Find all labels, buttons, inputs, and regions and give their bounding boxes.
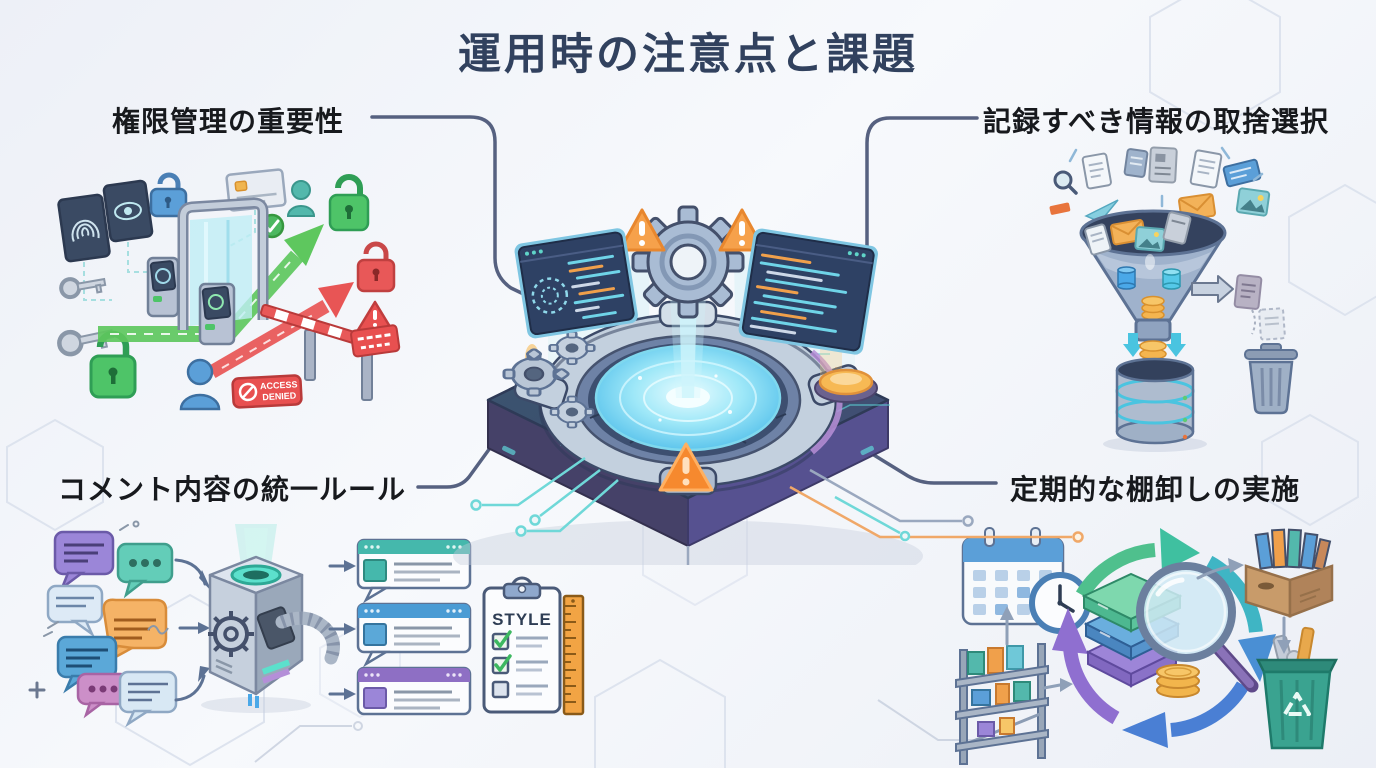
- hanging-circuit-traces: [470, 456, 1084, 565]
- iris-scanner-icon: [102, 179, 154, 243]
- coin-stack-icon: [1141, 295, 1165, 321]
- connector-permission: [370, 115, 538, 302]
- access-denied-line2: DENIED: [262, 390, 297, 402]
- speech-bubble: [53, 530, 115, 592]
- speech-bubble: [116, 542, 174, 599]
- padlock-green-icon: [89, 330, 137, 399]
- coins-icon: [1156, 664, 1200, 698]
- restricted-sign: [350, 324, 401, 358]
- discard-drop-arrow: [1251, 309, 1256, 335]
- plus-mark: [28, 681, 46, 699]
- mini-database-icon: [1117, 266, 1136, 290]
- flow-arrows: [1000, 558, 1291, 692]
- speech-bubble: [76, 672, 130, 719]
- label-information-selection: 記録すべき情報の取捨選択: [983, 106, 1330, 137]
- comment-card: [356, 666, 472, 716]
- recycle-bin-icon: [1255, 626, 1339, 750]
- formatter-machine: [201, 524, 340, 713]
- padlock-red-icon: [356, 241, 396, 293]
- comment-rules-illustration: STYLE: [28, 520, 585, 728]
- speech-bubble: [46, 584, 104, 638]
- trash-can-icon: [1244, 343, 1298, 415]
- warning-triangle-icon: [618, 208, 666, 252]
- scribble: [147, 625, 169, 635]
- archive-box-icon: [1244, 528, 1334, 618]
- dashed-link: [127, 242, 176, 273]
- code-screen-left: [514, 228, 638, 339]
- circuit-trace: [254, 725, 352, 763]
- circuit-node: [353, 721, 363, 731]
- dashed-link: [83, 262, 112, 301]
- label-periodic-inventory: 定期的な棚卸しの実施: [1010, 474, 1301, 505]
- discarded-document: [1233, 274, 1263, 310]
- small-gear-icon: [502, 348, 570, 397]
- barrier-icon: [259, 303, 375, 401]
- sparkle-marks: [43, 520, 140, 637]
- small-gear-icon: [549, 395, 595, 429]
- hexagon-decoration: [1288, 183, 1376, 317]
- person-icon: [179, 358, 221, 411]
- comment-card: [356, 538, 472, 604]
- style-clipboard: STYLE: [482, 576, 562, 714]
- speech-bubble: [118, 670, 178, 728]
- code-screen-right: [738, 228, 878, 355]
- connector-inventory: [841, 434, 998, 485]
- funnel-illustration: [1049, 146, 1298, 452]
- center-platform-illustration: [453, 205, 1084, 565]
- blue-card: [1222, 158, 1262, 188]
- discard-arrow: [1191, 275, 1234, 303]
- hexagon-decoration: [6, 418, 104, 532]
- label-comment-rules: コメント内容の統一ルール: [58, 474, 407, 505]
- orange-tag: [1049, 202, 1071, 215]
- dashed-link: [229, 210, 256, 247]
- user-icon: [286, 180, 316, 217]
- magnifier-icon: [1053, 170, 1078, 195]
- clock-icon: [1029, 572, 1091, 634]
- shelf-items: [955, 645, 1049, 753]
- gear-icon: [631, 205, 745, 319]
- checklist: [491, 630, 548, 699]
- hexagon-decoration: [1261, 413, 1359, 527]
- access-denied-sign: ACCESS DENIED: [231, 374, 303, 409]
- image-thumbnail: [1235, 187, 1271, 217]
- mini-database-icon: [1162, 268, 1181, 290]
- connector-comment-rules: [416, 424, 508, 489]
- cycle-arrows: [1052, 528, 1276, 748]
- access-denied-line1: ACCESS: [260, 379, 298, 391]
- fingerprint-scanner-icon: [57, 193, 111, 263]
- key-icon: [59, 277, 107, 300]
- gear-icon: [208, 611, 254, 657]
- warning-triangle-icon: [658, 442, 714, 492]
- page-title: 運用時の注意点と課題: [458, 31, 918, 79]
- keep-arrow: [1123, 333, 1186, 357]
- hexagon-decoration: [1149, 0, 1281, 132]
- magnifier-icon: [1136, 562, 1259, 693]
- ruler-icon: [562, 594, 585, 716]
- paper-plane: [1084, 199, 1119, 223]
- funnel-icon: [1079, 209, 1227, 342]
- security-illustration: ACCESS DENIED: [57, 168, 401, 411]
- database-icon: [1115, 357, 1195, 445]
- ghost-document: [1258, 307, 1286, 341]
- label-permission-management: 権限管理の重要性: [112, 106, 345, 137]
- speech-bubble: [102, 598, 168, 664]
- input-arrows: [174, 558, 212, 702]
- small-gear-icon: [548, 330, 596, 366]
- storage-shelf-icon: [955, 643, 1049, 765]
- hexagon-decoration: [594, 658, 726, 768]
- inventory-cycle-illustration: [955, 527, 1339, 765]
- comment-card: [356, 602, 472, 668]
- turnstile-kiosk-icon: [198, 282, 236, 346]
- padlock-green-icon: [328, 174, 370, 232]
- output-arrows: [328, 560, 356, 700]
- recycle-symbol-icon: [1283, 692, 1311, 716]
- padlock-blue-icon: [149, 172, 188, 218]
- turnstile-kiosk-icon: [146, 256, 180, 318]
- clipboard-title: STYLE: [492, 610, 552, 629]
